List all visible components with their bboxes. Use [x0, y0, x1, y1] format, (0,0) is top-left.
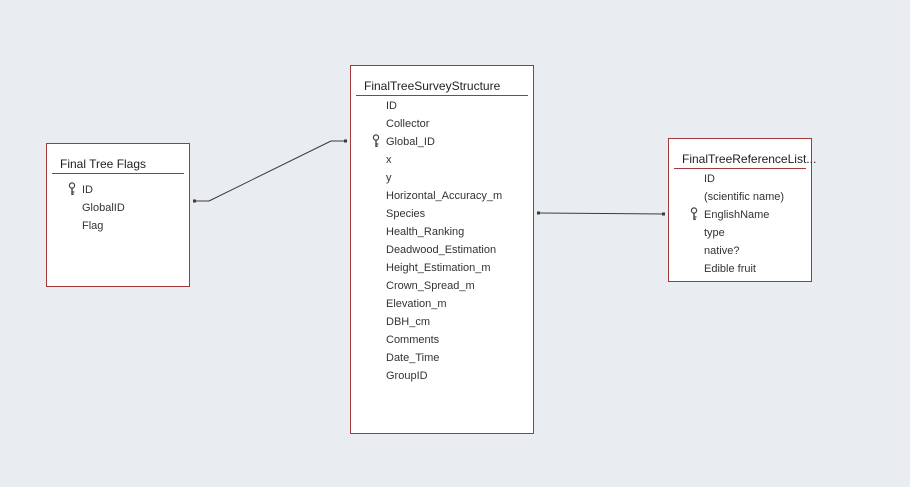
title-divider — [52, 173, 184, 174]
field-name: ID — [704, 173, 715, 185]
field-name: Flag — [82, 220, 104, 232]
field-name: Crown_Spread_m — [386, 280, 475, 292]
field-row[interactable]: DBH_cm — [351, 313, 533, 331]
field-name: Comments — [386, 334, 440, 346]
relationship-flags-survey[interactable] — [193, 139, 347, 203]
field-name: Horizontal_Accuracy_m — [386, 190, 503, 202]
field-row[interactable]: GroupID — [351, 367, 533, 385]
field-row[interactable]: Deadwood_Estimation — [351, 241, 533, 259]
field-name: GroupID — [386, 370, 428, 382]
field-name: DBH_cm — [386, 316, 431, 328]
field-name: Health_Ranking — [386, 226, 465, 238]
field-name: Date_Time — [386, 352, 440, 364]
field-name: Height_Estimation_m — [386, 262, 491, 274]
field-row[interactable]: ID — [351, 97, 533, 115]
field-row[interactable]: Crown_Spread_m — [351, 277, 533, 295]
field-row[interactable]: native? — [669, 242, 811, 260]
field-row[interactable]: Collector — [351, 115, 533, 133]
field-row[interactable]: Species — [351, 205, 533, 223]
field-row[interactable]: Height_Estimation_m — [351, 259, 533, 277]
field-row[interactable]: x — [351, 151, 533, 169]
field-name: Species — [386, 208, 426, 220]
table-final-tree-flags[interactable]: Final Tree Flags ID GlobalID Flag — [46, 143, 190, 287]
field-row[interactable]: Elevation_m — [351, 295, 533, 313]
field-name: ID — [82, 184, 93, 196]
field-row[interactable]: Health_Ranking — [351, 223, 533, 241]
field-row[interactable]: Horizontal_Accuracy_m — [351, 187, 533, 205]
field-row[interactable]: ID — [669, 170, 811, 188]
field-name: Elevation_m — [386, 298, 447, 310]
field-row[interactable]: (scientific name) — [669, 188, 811, 206]
table-title[interactable]: Final Tree Flags — [60, 157, 147, 171]
table-title[interactable]: FinalTreeSurveyStructure — [364, 79, 501, 93]
field-list: ID GlobalID Flag — [47, 181, 189, 235]
title-divider — [356, 95, 528, 96]
table-final-tree-reference-list[interactable]: FinalTreeReferenceList... ID (scientific … — [668, 138, 816, 282]
field-name: Edible fruit — [704, 263, 756, 275]
field-name: Global_ID — [386, 136, 435, 148]
primary-key-icon — [689, 206, 699, 224]
field-name: native? — [704, 245, 740, 257]
field-row[interactable]: GlobalID — [47, 199, 189, 217]
field-row[interactable]: Comments — [351, 331, 533, 349]
field-name: x — [386, 154, 392, 166]
title-divider — [674, 168, 806, 169]
field-row[interactable]: ID — [47, 181, 189, 199]
field-name: GlobalID — [82, 202, 125, 214]
table-title[interactable]: FinalTreeReferenceList... — [682, 152, 817, 166]
field-row[interactable]: y — [351, 169, 533, 187]
field-name: ID — [386, 100, 397, 112]
field-row[interactable]: Global_ID — [351, 133, 533, 151]
field-list: ID (scientific name) EnglishName type native… — [669, 170, 811, 278]
primary-key-icon — [67, 181, 77, 199]
field-row[interactable]: Date_Time — [351, 349, 533, 367]
field-name: y — [386, 172, 392, 184]
field-name: Deadwood_Estimation — [386, 244, 497, 256]
field-row[interactable]: Flag — [47, 217, 189, 235]
field-name: (scientific name) — [704, 191, 785, 203]
field-row[interactable]: Edible fruit — [669, 260, 811, 278]
relationship-survey-reference[interactable] — [537, 211, 665, 216]
field-row[interactable]: EnglishName — [669, 206, 811, 224]
field-name: type — [704, 227, 725, 239]
field-name: Collector — [386, 118, 430, 130]
field-row[interactable]: type — [669, 224, 811, 242]
field-name: EnglishName — [704, 209, 770, 221]
primary-key-icon — [371, 133, 381, 151]
